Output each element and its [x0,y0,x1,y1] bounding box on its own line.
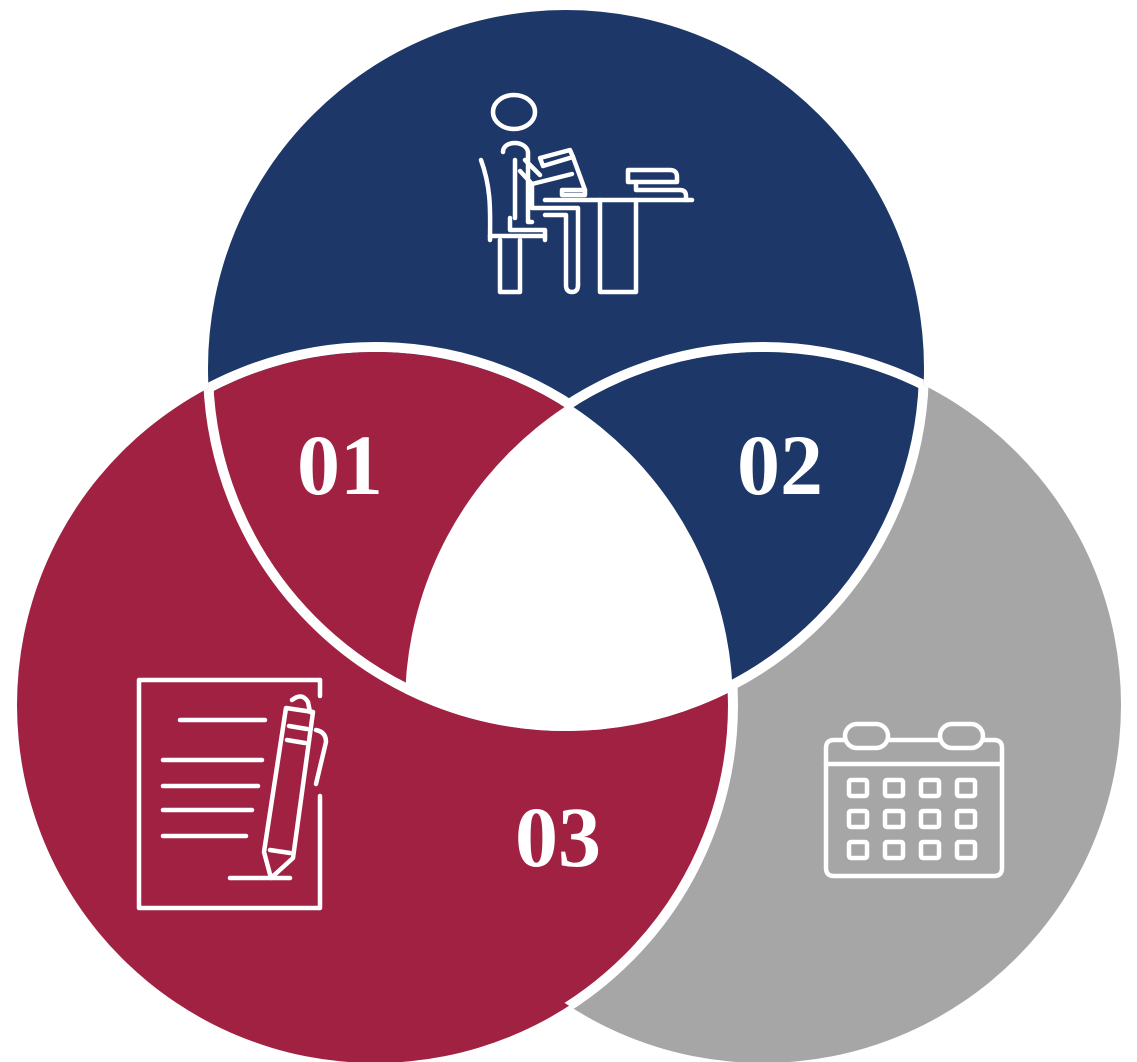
document-with-pencil-icon [136,677,329,911]
label-03: 03 [515,789,601,885]
center-region [405,347,733,726]
person-at-desk-icon [478,92,695,295]
label-02: 02 [737,417,823,513]
label-01: 01 [297,417,383,513]
circle-01-outline [405,347,738,1062]
calendar-icon [823,721,1005,879]
